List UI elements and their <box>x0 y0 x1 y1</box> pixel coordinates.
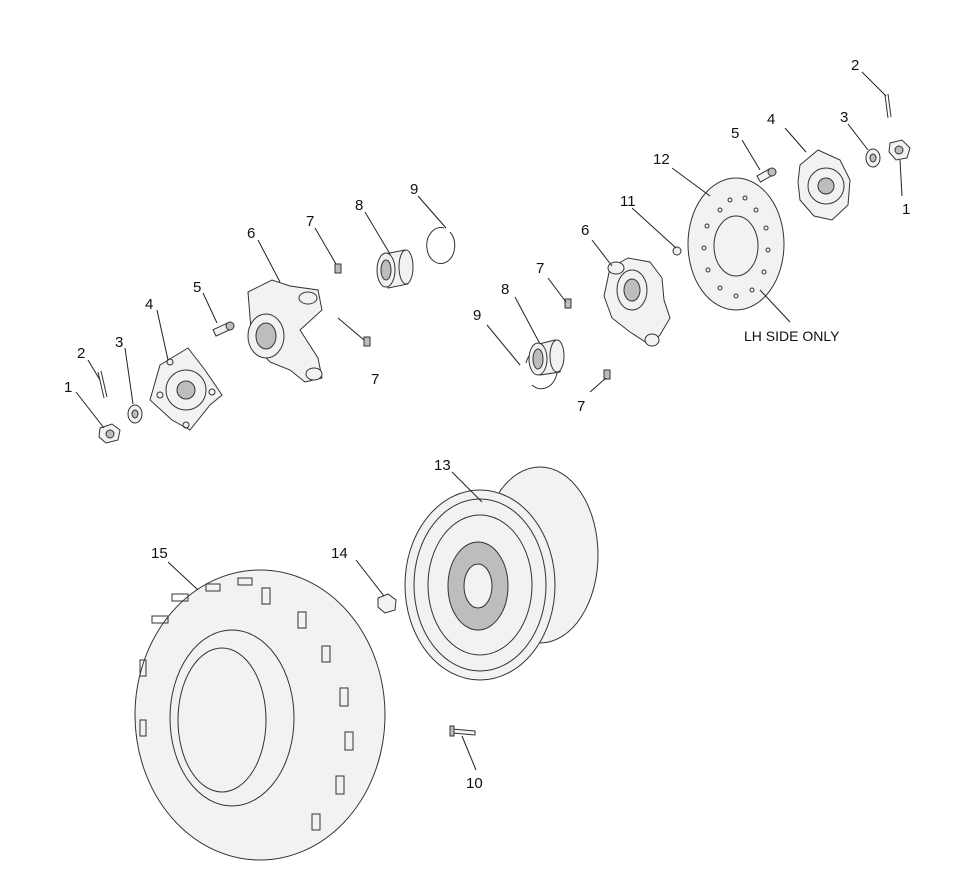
callout-4-right: 4 <box>767 111 775 128</box>
wheel-stud-left <box>212 321 235 337</box>
callout-7-right-upper: 7 <box>536 260 544 277</box>
callout-7-right-lower: 7 <box>577 398 585 415</box>
callout-10: 10 <box>466 775 483 792</box>
washer-right <box>865 148 881 168</box>
callout-15: 15 <box>151 545 168 562</box>
valve-stem <box>449 725 476 737</box>
cotter-pin-left <box>97 370 108 399</box>
callout-5-left: 5 <box>193 279 201 296</box>
washer-left <box>127 404 143 424</box>
callout-11: 11 <box>620 193 636 210</box>
callout-3-left: 3 <box>115 334 123 351</box>
lh-side-only-note: LH SIDE ONLY <box>744 328 840 344</box>
callout-14: 14 <box>331 545 348 562</box>
callout-6-left: 6 <box>247 225 255 242</box>
callout-4-left: 4 <box>145 296 153 313</box>
disc-screw <box>672 246 682 256</box>
bearing-left <box>376 249 414 289</box>
callout-3-right: 3 <box>840 109 848 126</box>
callout-1-left: 1 <box>64 379 72 396</box>
snap-ring-left <box>426 227 456 264</box>
callout-6-right: 6 <box>581 222 589 239</box>
wheel-hub-right <box>797 149 851 221</box>
grease-fitting-left-lower <box>363 336 371 347</box>
callout-12: 12 <box>653 151 670 168</box>
lug-nut <box>377 593 397 614</box>
callout-2-left: 2 <box>77 345 85 362</box>
castle-nut-right <box>888 139 911 161</box>
leader-lines <box>75 71 903 771</box>
callout-9-left: 9 <box>410 181 418 198</box>
tire <box>134 569 386 861</box>
callout-8-right: 8 <box>501 281 509 298</box>
callout-13: 13 <box>434 457 451 474</box>
grease-fitting-left-upper <box>334 263 342 274</box>
wheel-hub-left <box>149 347 223 431</box>
wheel-rim <box>404 466 599 681</box>
steering-knuckle-left <box>247 279 323 383</box>
callout-8-left: 8 <box>355 197 363 214</box>
callout-7-left-upper: 7 <box>306 213 314 230</box>
brake-disc <box>687 177 785 311</box>
steering-knuckle-right <box>603 257 671 347</box>
grease-fitting-right-upper <box>564 298 572 309</box>
callout-9-right: 9 <box>473 307 481 324</box>
callout-1-right: 1 <box>902 201 910 218</box>
callout-5-right: 5 <box>731 125 739 142</box>
bearing-right <box>528 339 565 376</box>
grease-fitting-right-lower <box>603 369 611 380</box>
wheel-stud-right <box>756 167 777 183</box>
callout-2-right: 2 <box>851 57 859 74</box>
cotter-pin-right <box>884 93 892 119</box>
castle-nut-left <box>98 423 121 444</box>
callout-7-left-lower: 7 <box>371 371 379 388</box>
